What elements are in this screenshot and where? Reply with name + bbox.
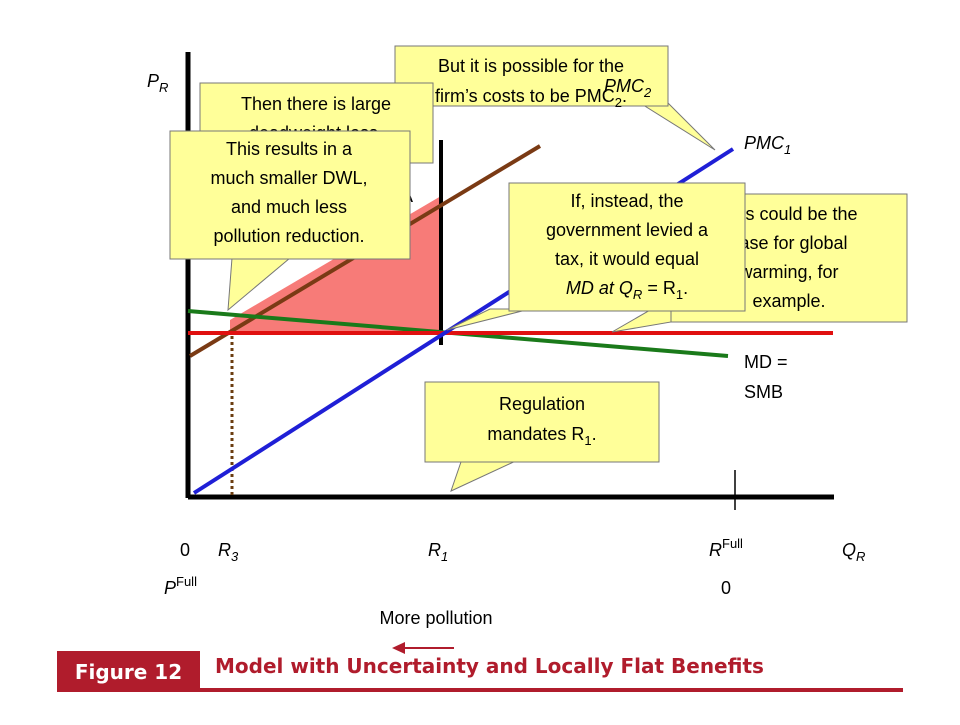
svg-text:But it is possible for the: But it is possible for the xyxy=(438,56,624,76)
caption-rule xyxy=(200,688,903,692)
callout-regulation: Regulation mandates R1. xyxy=(424,381,660,492)
x-axis-label: QR xyxy=(842,540,865,564)
x-tick-rfull: RFull xyxy=(709,536,743,560)
svg-text:This could be the: This could be the xyxy=(720,204,857,224)
callout-tax: If, instead, the government levied a tax… xyxy=(446,182,746,331)
svg-text:MD at QR = R1.: MD at QR = R1. xyxy=(566,278,688,302)
svg-text:Then there is large: Then there is large xyxy=(241,94,391,114)
direction-arrowhead xyxy=(392,642,405,654)
svg-text:This results in a: This results in a xyxy=(226,139,353,159)
svg-text:Regulation: Regulation xyxy=(499,394,585,414)
figure-label: Figure 12 xyxy=(57,651,200,692)
svg-text:pollution reduction.: pollution reduction. xyxy=(213,226,364,246)
direction-label: More pollution xyxy=(379,608,492,628)
pmc1-label: PMC1 xyxy=(744,133,791,157)
callout-smaller: This results in a much smaller DWL, and … xyxy=(169,130,411,312)
x-tick-0: 0 xyxy=(180,540,190,560)
svg-text:mandates R1.: mandates R1. xyxy=(487,424,596,448)
svg-text:example.: example. xyxy=(752,291,825,311)
svg-text:and much less: and much less xyxy=(231,197,347,217)
svg-text:tax, it would equal: tax, it would equal xyxy=(555,249,699,269)
svg-text:much smaller DWL,: much smaller DWL, xyxy=(210,168,367,188)
md-smb-label-2: SMB xyxy=(744,382,783,402)
y-axis-label: PR xyxy=(147,71,168,95)
svg-text:case for global: case for global xyxy=(730,233,847,253)
callout-pmc2: But it is possible for the firm’s costs … xyxy=(394,45,716,151)
zero-secondary-label: 0 xyxy=(721,578,731,598)
svg-text:warming, for: warming, for xyxy=(738,262,838,282)
svg-text:firm’s costs to be PMC2.: firm’s costs to be PMC2. xyxy=(435,86,627,110)
x-tick-r3: R3 xyxy=(218,540,239,564)
x-tick-r1: R1 xyxy=(428,540,448,564)
figure-title: Model with Uncertainty and Locally Flat … xyxy=(215,654,764,678)
svg-text:government levied a: government levied a xyxy=(546,220,709,240)
svg-text:If, instead, the: If, instead, the xyxy=(570,191,683,211)
md-smb-label-1: MD = xyxy=(744,352,788,372)
pfull-label: PFull xyxy=(164,574,197,598)
